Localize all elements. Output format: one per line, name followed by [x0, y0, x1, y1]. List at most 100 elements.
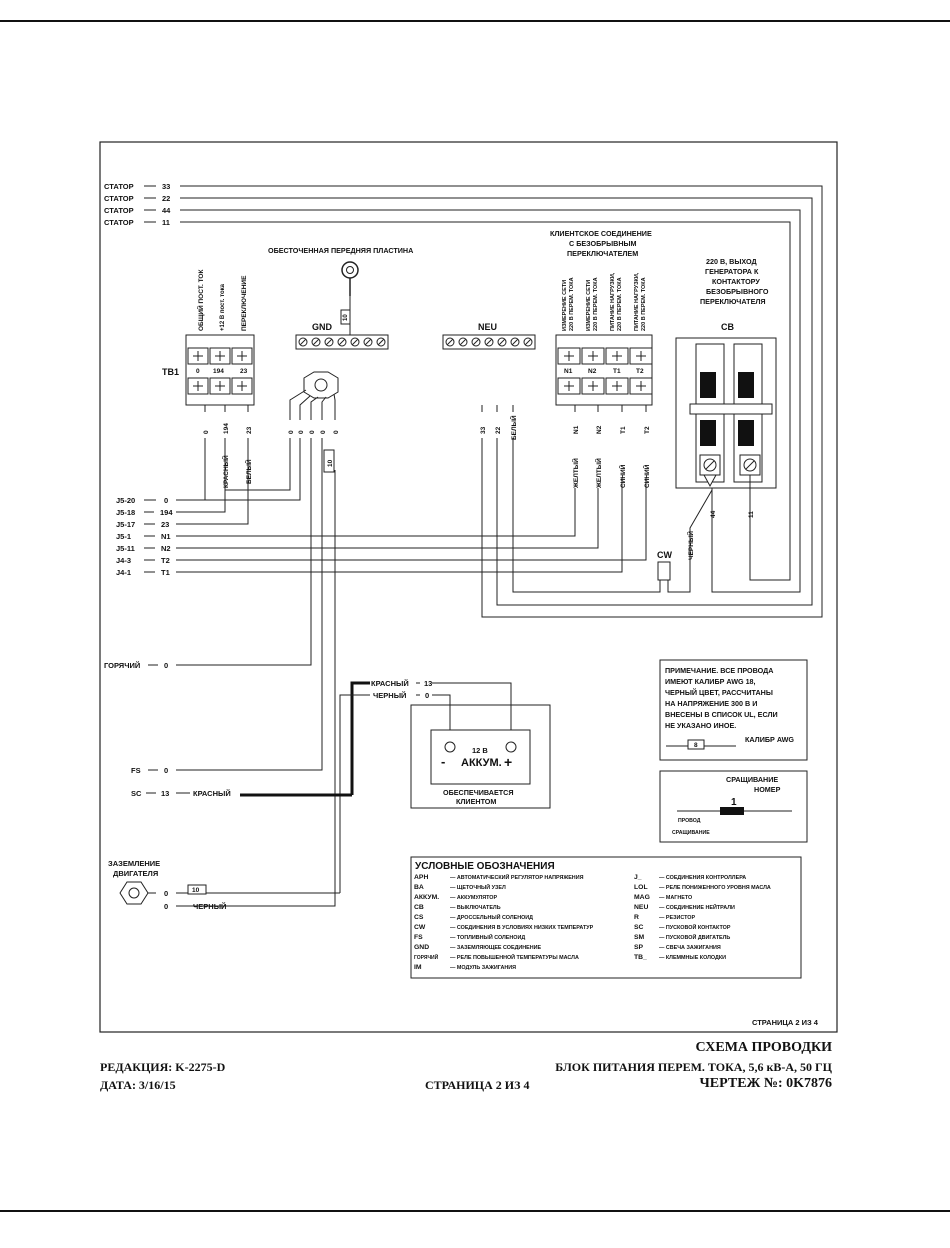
- wire-color: БЕЛЫЙ: [509, 415, 518, 440]
- terminal-cell: [581, 347, 605, 365]
- hot-label: ГОРЯЧИЙ: [104, 661, 140, 670]
- cb-title: ГЕНЕРАТОРА К: [705, 267, 759, 276]
- engine-ground-title: ДВИГАТЕЛЯ: [113, 869, 158, 878]
- wire-color: СИНИЙ: [618, 464, 627, 488]
- pin-label: J5-18: [116, 508, 135, 517]
- splice-number: 1: [731, 797, 737, 808]
- footer-page: СТРАНИЦА 2 ИЗ 4: [425, 1078, 530, 1092]
- wire-number: 0: [203, 430, 210, 434]
- wire-number: 22: [495, 426, 502, 434]
- client-title: КЛИЕНТСКОЕ СОЕДИНЕНИЕ: [550, 229, 652, 238]
- cb-title: КОНТАКТОРУ: [712, 277, 760, 286]
- footer-drawing-number: ЧЕРТЕЖ №: 0K7876: [699, 1076, 832, 1091]
- legend-abbr: CW: [414, 924, 426, 931]
- pin-wire-number: T2: [161, 556, 170, 565]
- wire-number: 11: [748, 511, 755, 518]
- svg-text:13: 13: [161, 789, 169, 798]
- terminal-cell: [231, 377, 253, 395]
- legend-desc: — СОЕДИНЕНИЯ В УСЛОВИЯХ НИЗКИХ ТЕМПЕРАТУ…: [450, 925, 594, 931]
- pin-wire-number: 0: [164, 496, 168, 505]
- cb-label: CB: [721, 322, 734, 332]
- client-col-label: 220 В ПЕРЕМ. ТОКА: [593, 277, 599, 331]
- legend-desc: — ВЫКЛЮЧАТЕЛЬ: [450, 905, 501, 911]
- legend-abbr: J_: [634, 874, 642, 881]
- client-col-label: ИЗМЕРЕНИЕ СЕТИ: [586, 280, 592, 331]
- tb1-col-label: ПЕРЕКЛЮЧЕНИЕ: [241, 275, 248, 331]
- splice-title: СРАЩИВАНИЕ: [726, 775, 778, 784]
- battery-body: [430, 729, 531, 785]
- terminal-cell: [629, 377, 653, 395]
- legend-abbr: NEU: [634, 904, 648, 911]
- legend-desc: — МОДУЛЬ ЗАЖИГАНИЯ: [450, 965, 516, 971]
- note-line: ЧЕРНЫЙ ЦВЕТ, РАССЧИТАНЫ: [665, 688, 773, 697]
- splice-box: СРАЩИВАНИЕ НОМЕР 1 ПРОВОД СРАЩИВАНИЕ: [659, 770, 808, 843]
- neu-label: NEU: [478, 322, 497, 332]
- top-rule: [0, 20, 950, 22]
- pin-wire-number: 194: [160, 508, 173, 517]
- pin-label: J5-20: [116, 496, 135, 505]
- pin-label: J5-1: [116, 532, 131, 541]
- engine-ground-title: ЗАЗЕМЛЕНИЕ: [108, 859, 160, 868]
- cb-title: 220 В, ВЫХОД: [706, 257, 757, 266]
- fs-connection: FS 0: [131, 766, 168, 775]
- sc-wire-color: КРАСНЫЙ: [193, 789, 231, 798]
- legend-desc: — АВТОМАТИЧЕСКИЙ РЕГУЛЯТОР НАПРЯЖЕНИЯ: [450, 873, 584, 881]
- battery-note: КЛИЕНТОМ: [456, 797, 496, 806]
- legend-box: УСЛОВНЫЕ ОБОЗНАЧЕНИЯ APH— АВТОМАТИЧЕСКИЙ…: [410, 856, 802, 979]
- engine-ground: ЗАЗЕМЛЕНИЕ ДВИГАТЕЛЯ 0 10 0 ЧЕРНЫЙ: [108, 859, 340, 911]
- legend-desc: — РЕЛЕ ПОВЫШЕННОЙ ТЕМПЕРАТУРЫ МАСЛА: [450, 953, 579, 961]
- cb-block: 220 В, ВЫХОД ГЕНЕРАТОРА К КОНТАКТОРУ БЕЗ…: [675, 257, 777, 528]
- tb1-terminal: 0: [196, 368, 200, 375]
- stator-label: СТАТОР: [104, 194, 134, 203]
- note-line: НЕ УКАЗАНО ИНОЕ.: [665, 721, 736, 730]
- battery-negative-terminal: [444, 741, 456, 753]
- svg-text:0: 0: [164, 661, 168, 670]
- wire-number: 44: [710, 510, 717, 518]
- legend-abbr: SP: [634, 944, 644, 951]
- wire-number: N2: [596, 425, 603, 434]
- svg-text:0: 0: [164, 902, 168, 911]
- terminal-cell: [629, 347, 653, 365]
- pin-label: J4-1: [116, 568, 131, 577]
- wire-number: 0: [298, 430, 305, 434]
- legend-title: УСЛОВНЫЕ ОБОЗНАЧЕНИЯ: [415, 861, 555, 872]
- note-line: ИМЕЮТ КАЛИБР AWG 18,: [665, 677, 756, 686]
- gnd-stud: [289, 371, 339, 420]
- legend-desc: — СОЕДИНЕНИЯ КОНТРОЛЛЕРА: [659, 875, 746, 881]
- client-terminal: N2: [588, 368, 597, 375]
- client-terminal: N1: [564, 368, 573, 375]
- pin-wire-number: 23: [161, 520, 169, 529]
- stator-wire-number: 44: [162, 206, 171, 215]
- wire-tag: [187, 884, 207, 895]
- stator-leads: СТАТОР СТАТОР СТАТОР СТАТОР 33 22 44 11: [104, 182, 171, 227]
- legend-abbr: CS: [414, 914, 424, 921]
- legend-desc: — ЗАЗЕМЛЯЮЩЕЕ СОЕДИНЕНИЕ: [450, 945, 542, 951]
- ground-nut-icon: [119, 881, 149, 905]
- wire-number: T2: [644, 426, 651, 434]
- tb1-col-label: ОБЩИЙ ПОСТ. ТОК: [196, 270, 205, 331]
- cw-label: CW: [657, 550, 672, 560]
- svg-text:8: 8: [694, 742, 698, 749]
- footer-revision: РЕДАКЦИЯ: K-2275-D: [100, 1060, 226, 1074]
- client-col-label: 220 В ПЕРЕМ. ТОКА: [617, 277, 623, 331]
- svg-text:10: 10: [192, 887, 200, 894]
- client-terminal: T1: [613, 368, 621, 375]
- terminal-cell: [557, 377, 581, 395]
- wire-number: 194: [223, 423, 230, 434]
- legend-rows: APH— АВТОМАТИЧЕСКИЙ РЕГУЛЯТОР НАПРЯЖЕНИЯ…: [414, 873, 771, 971]
- battery-voltage: 12 В: [472, 746, 488, 755]
- svg-text:0: 0: [164, 889, 168, 898]
- pin-label: J5-11: [116, 544, 135, 553]
- legend-abbr: ГОРЯЧИЙ: [414, 953, 439, 961]
- battery-section: КРАСНЫЙ 13 ЧЕРНЫЙ 0 12 В АККУМ. - + ОБЕС…: [339, 679, 551, 893]
- left-wires: [144, 438, 713, 907]
- battery-minus: -: [441, 754, 445, 769]
- terminal-cell: [209, 377, 231, 395]
- wire-number: T1: [620, 426, 627, 434]
- legend-abbr: CB: [414, 904, 424, 911]
- footer-title: СХЕМА ПРОВОДКИ: [695, 1040, 832, 1055]
- pin-wire-number: N2: [161, 544, 171, 553]
- battery-red-wire: 13: [424, 679, 432, 688]
